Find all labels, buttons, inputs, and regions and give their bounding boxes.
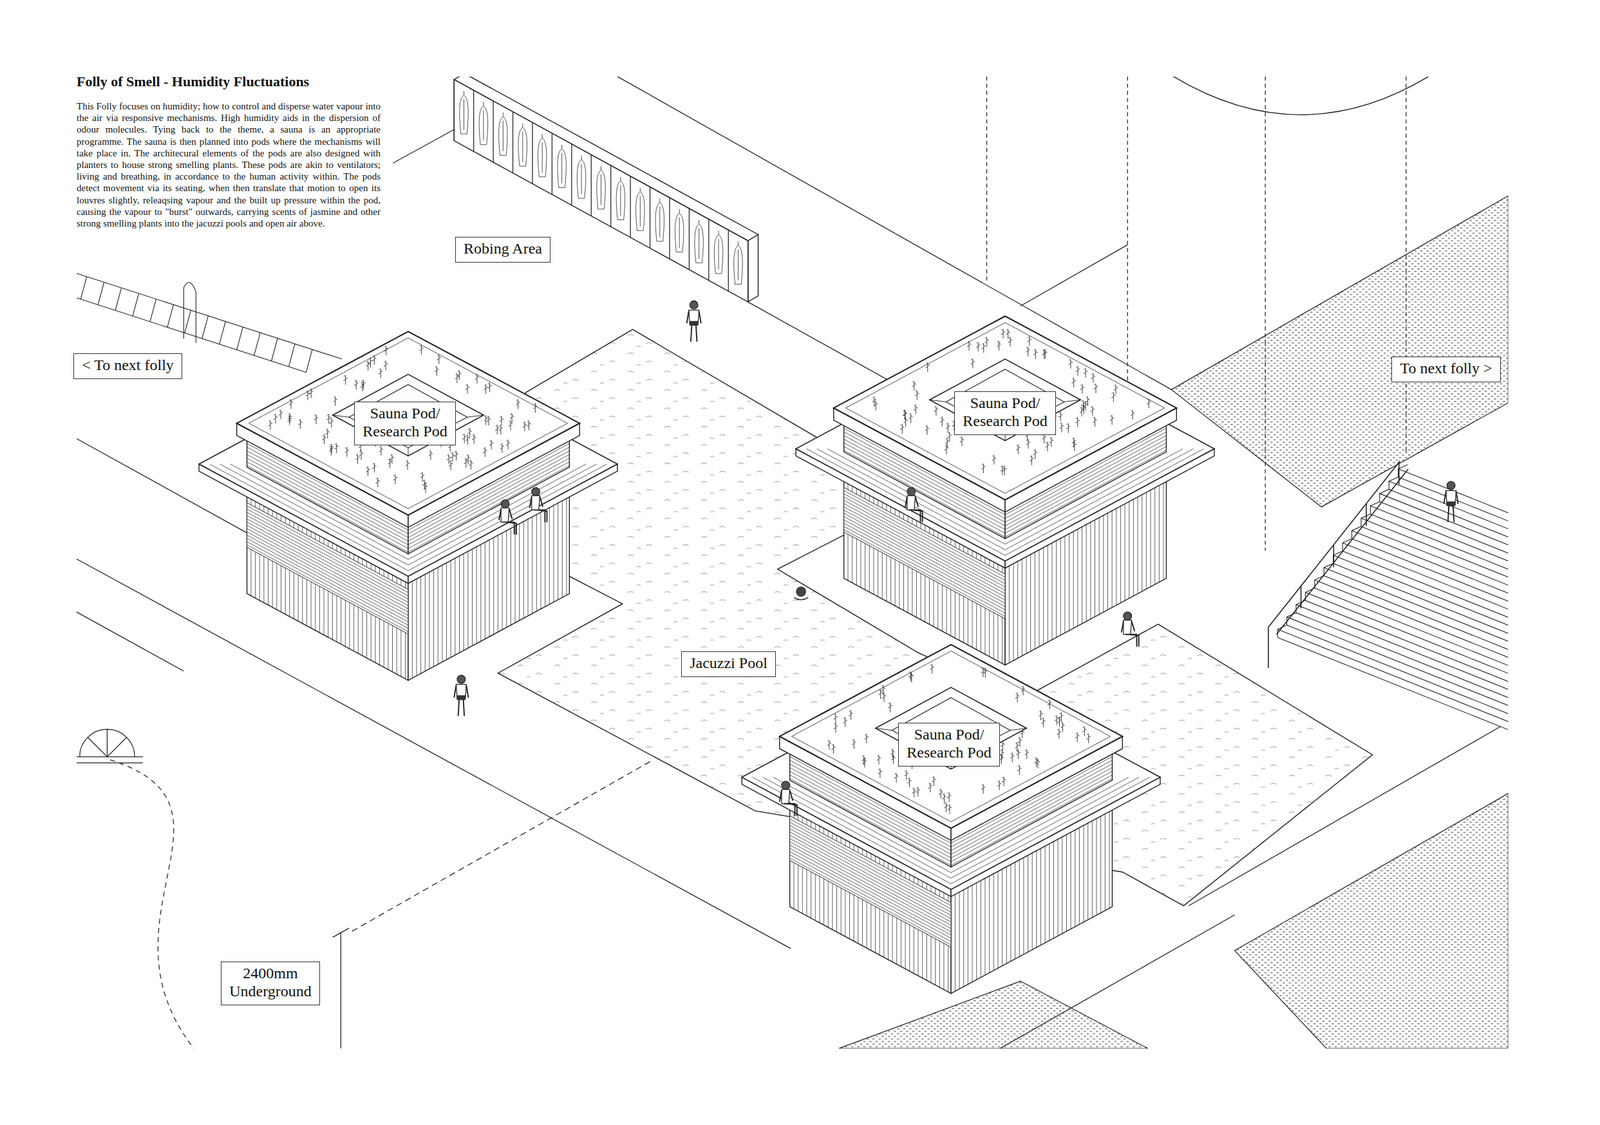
robing-lockers: [453, 76, 758, 302]
person-limbs: [529, 497, 548, 523]
label-box: 2400mm Underground: [220, 961, 320, 1006]
label-box: Sauna Pod/ Research Pod: [954, 391, 1056, 436]
swimwear: [457, 696, 466, 700]
person-body: [781, 790, 791, 805]
box-label: < To next folly: [81, 356, 175, 375]
wheel-fragment: [76, 729, 143, 763]
person-figure: [1443, 481, 1458, 523]
person-body: [907, 495, 916, 510]
paving-hatch: [838, 981, 1149, 1050]
person-head: [1446, 481, 1456, 490]
person-figure: [529, 488, 548, 523]
stair-tread: [1277, 464, 1508, 732]
person-limbs: [1443, 491, 1458, 523]
person-figure: [1121, 612, 1139, 648]
box-label: Sauna Pod/ Research Pod: [361, 404, 449, 441]
label-box: To next folly >: [1391, 356, 1501, 383]
person-figure: [687, 301, 702, 342]
handrail: [1268, 461, 1409, 669]
sauna-opening-inner: [348, 384, 468, 448]
path-curve: [110, 760, 194, 1049]
swimmer-head: [796, 587, 806, 597]
box-label: 2400mm Underground: [228, 965, 313, 1001]
person-limbs: [905, 497, 923, 523]
label-box: Robing Area: [455, 236, 551, 263]
drawn-objects: [76, 76, 1508, 995]
person-figure: [779, 781, 798, 817]
robe-outline: [459, 91, 743, 285]
person-head: [457, 675, 466, 684]
person-limbs: [453, 685, 469, 717]
sauna-opening: [929, 359, 1082, 442]
locker-divider: [453, 79, 748, 302]
swimwear: [1446, 502, 1456, 507]
person-figure: [905, 488, 923, 523]
locker-front: [453, 79, 748, 302]
person-figure: [453, 675, 469, 716]
body-text: This Folly focuses on humidity; how to c…: [76, 100, 381, 230]
box-label: Jacuzzi Pool: [688, 654, 769, 673]
swimwear: [689, 321, 698, 326]
planter-top: [779, 645, 1123, 829]
person-head: [907, 488, 916, 497]
person-head: [1123, 612, 1132, 621]
planter-top: [236, 331, 580, 516]
label-box: Sauna Pod/ Research Pod: [354, 401, 456, 446]
locker-side: [748, 234, 759, 302]
dimension-leader: [352, 760, 654, 932]
sauna-opening: [332, 374, 485, 457]
box-label: Sauna Pod/ Research Pod: [961, 394, 1049, 431]
sauna-pod: [795, 316, 1215, 666]
person-head: [689, 301, 698, 310]
planter-inner: [248, 338, 568, 509]
planter-inner: [845, 322, 1165, 494]
structure-arc: [1173, 76, 1429, 115]
box-label: Sauna Pod/ Research Pod: [905, 726, 993, 762]
planter-plants: [872, 329, 1152, 476]
label-box: Sauna Pod/ Research Pod: [898, 723, 1000, 767]
swimmer-arm: [793, 598, 809, 601]
person-body: [500, 508, 510, 523]
person-limbs: [498, 509, 517, 536]
sauna-pod: [198, 331, 618, 681]
canopy-hatch: [1171, 195, 1508, 507]
planter-inner: [791, 651, 1111, 823]
person-head: [531, 488, 541, 497]
person-limbs: [1121, 621, 1139, 648]
planter-plants: [268, 345, 538, 494]
person-head: [781, 781, 791, 791]
person-body: [531, 495, 541, 510]
label-box: Jacuzzi Pool: [681, 651, 776, 678]
person-limbs: [687, 310, 702, 342]
ground-line: [76, 76, 1508, 1049]
dimension-line: [332, 928, 349, 1049]
person-head: [500, 500, 510, 509]
box-label: Robing Area: [462, 240, 543, 259]
person-figure: [498, 500, 517, 536]
planter-top: [833, 316, 1177, 500]
planter-plants: [827, 664, 1091, 815]
stair-ground: [1277, 464, 1508, 732]
person-limbs: [779, 790, 798, 817]
stair-flight: [1268, 461, 1508, 732]
person-body: [1123, 620, 1132, 635]
sheet-title: Folly of Smell - Humidity Fluctuations: [76, 73, 310, 91]
box-label: To next folly >: [1399, 359, 1494, 378]
label-box: < To next folly: [73, 353, 183, 380]
sauna-opening: [875, 687, 1027, 770]
sauna-pod: [741, 645, 1161, 995]
